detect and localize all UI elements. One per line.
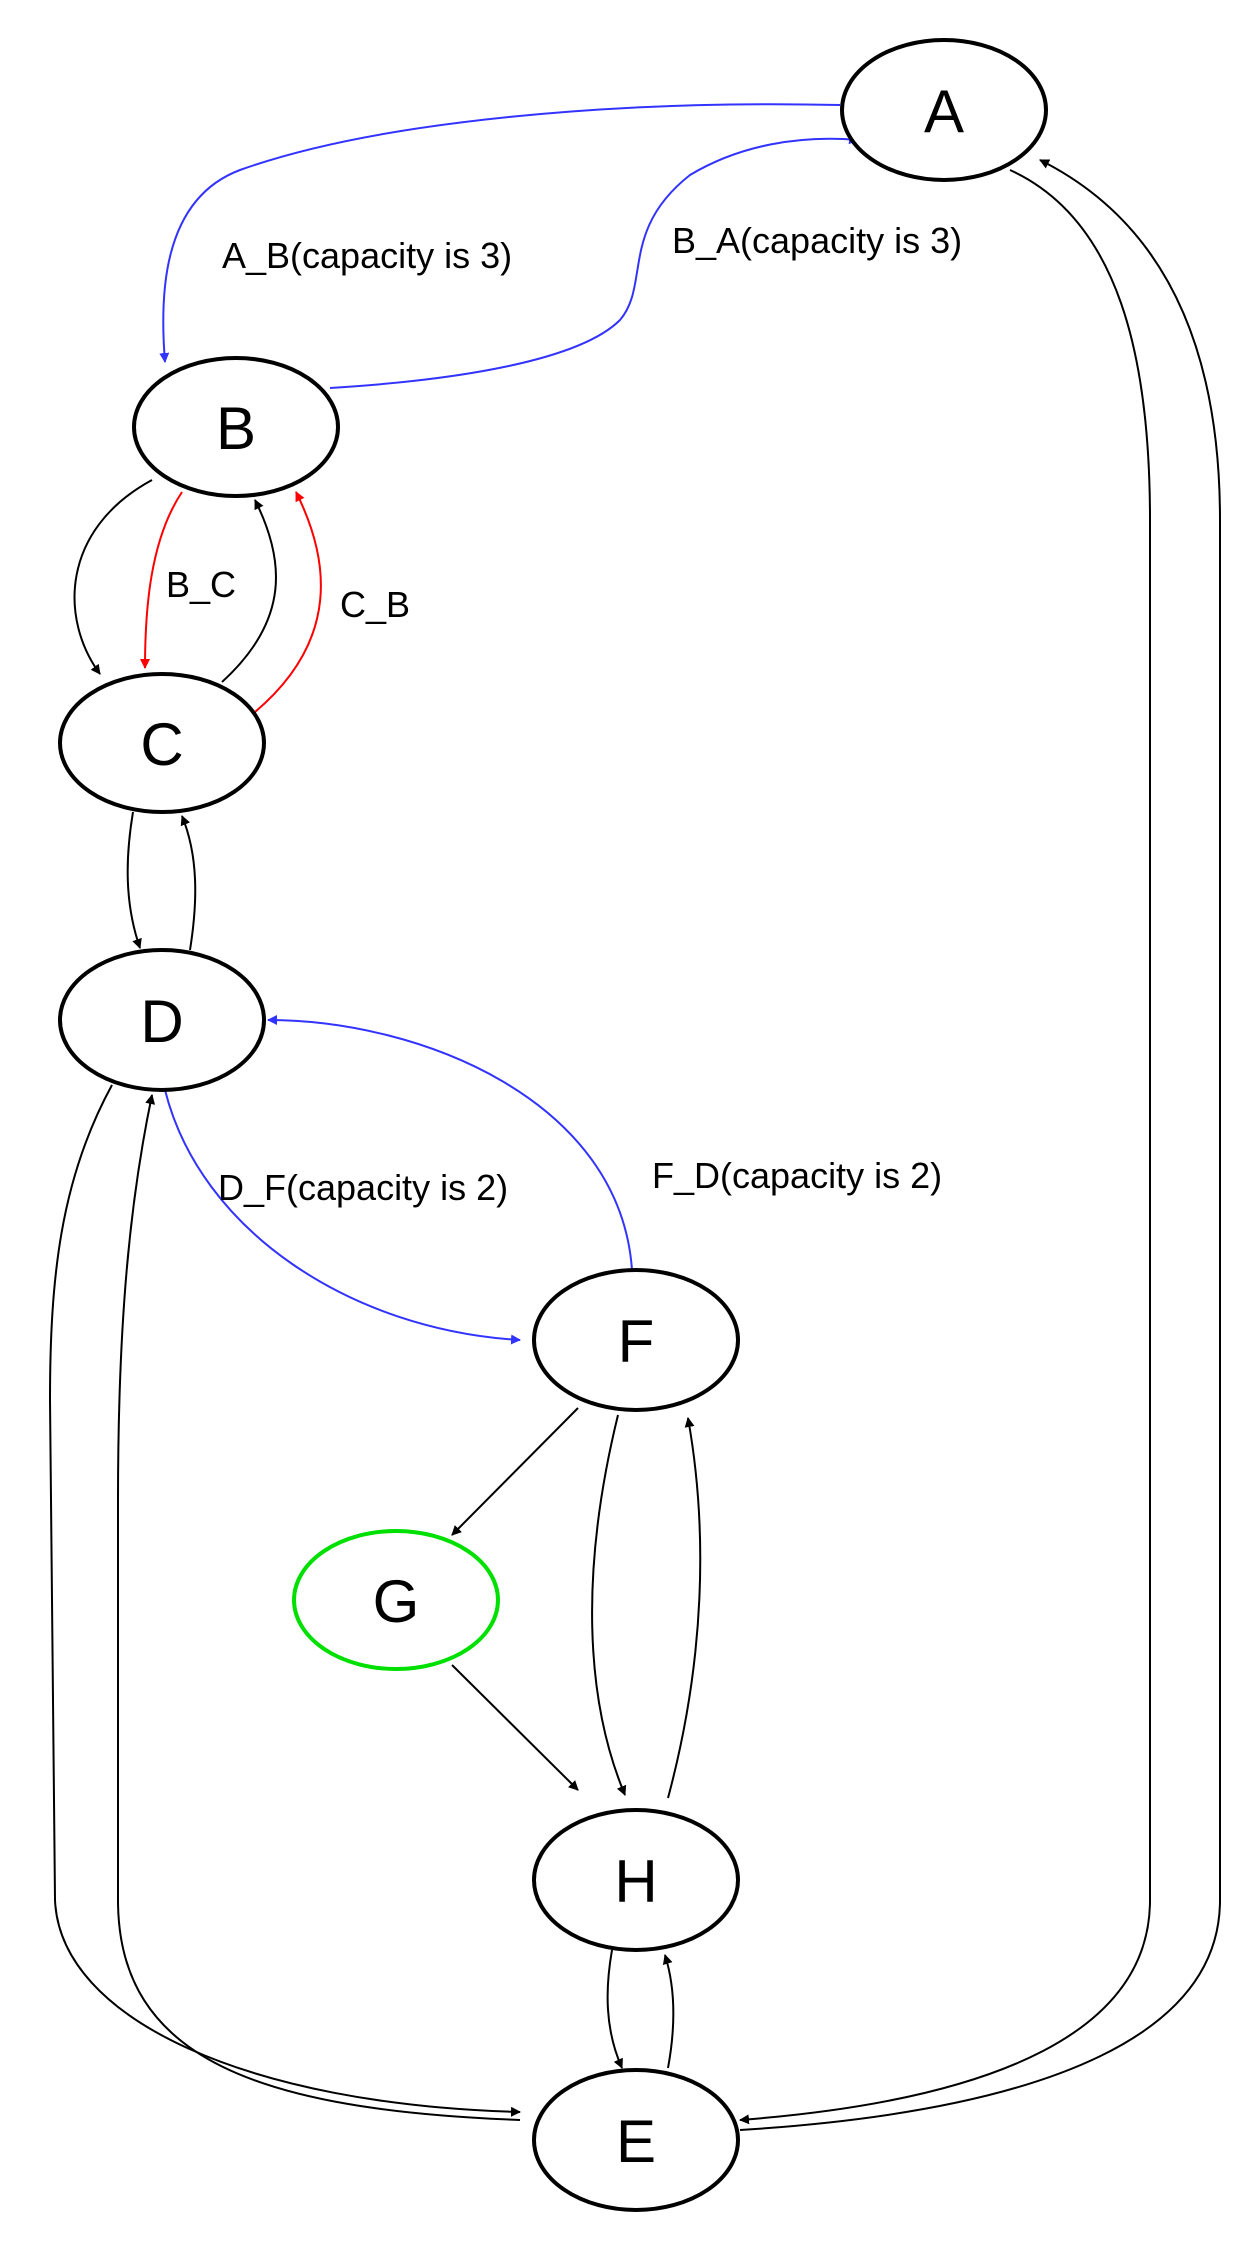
node-e-label: E xyxy=(616,2108,656,2175)
edge-c-to-b-black xyxy=(221,499,277,683)
edge-b-to-a xyxy=(329,134,859,389)
node-d-label: D xyxy=(140,988,183,1055)
edge-d-to-c xyxy=(180,815,197,951)
node-b-label: B xyxy=(216,395,256,462)
node-c: C xyxy=(58,672,266,814)
edge-g-to-h xyxy=(451,1664,579,1791)
node-c-label: C xyxy=(140,711,183,778)
edge-c-to-b-red xyxy=(254,491,322,713)
node-a-label: A xyxy=(924,78,964,145)
edge-f-to-d xyxy=(267,1015,633,1271)
edge-label-a-b: A_B(capacity is 3) xyxy=(222,235,512,276)
edge-e-to-d xyxy=(117,1094,521,2121)
edge-e-to-a xyxy=(739,159,1221,2131)
edge-f-to-g xyxy=(451,1407,579,1536)
node-h-label: H xyxy=(614,1848,657,1915)
edge-label-b-c: B_C xyxy=(166,564,236,605)
edge-f-to-h xyxy=(591,1414,627,1796)
node-d: D xyxy=(58,948,266,1092)
node-a: A xyxy=(840,38,1048,182)
edge-labels-layer: A_B(capacity is 3) B_A(capacity is 3) B_… xyxy=(166,220,962,1208)
edges-layer xyxy=(48,103,1221,2131)
edge-d-to-e xyxy=(48,1084,521,2117)
edge-b-to-c-black xyxy=(73,479,153,675)
nodes-layer: A B C D F G H E xyxy=(58,38,1048,2212)
edge-d-to-f xyxy=(164,1089,521,1345)
edge-a-to-e xyxy=(739,169,1151,2125)
edge-a-to-b xyxy=(159,103,841,363)
edge-h-to-e xyxy=(606,1949,623,2069)
edge-b-to-c-red xyxy=(140,491,183,669)
node-g: G xyxy=(292,1529,500,1671)
edge-h-to-f xyxy=(667,1417,702,1799)
node-b: B xyxy=(132,356,340,498)
edge-label-d-f: D_F(capacity is 2) xyxy=(218,1167,508,1208)
edge-label-c-b: C_B xyxy=(340,584,410,625)
edge-e-to-h xyxy=(662,1954,675,2069)
edge-c-to-d xyxy=(126,811,142,949)
node-f: F xyxy=(532,1268,740,1412)
node-e: E xyxy=(532,2068,740,2212)
node-h: H xyxy=(532,1808,740,1952)
edge-label-b-a: B_A(capacity is 3) xyxy=(672,220,962,261)
node-f-label: F xyxy=(618,1308,655,1375)
node-g-label: G xyxy=(373,1568,420,1635)
edge-label-f-d: F_D(capacity is 2) xyxy=(652,1155,942,1196)
